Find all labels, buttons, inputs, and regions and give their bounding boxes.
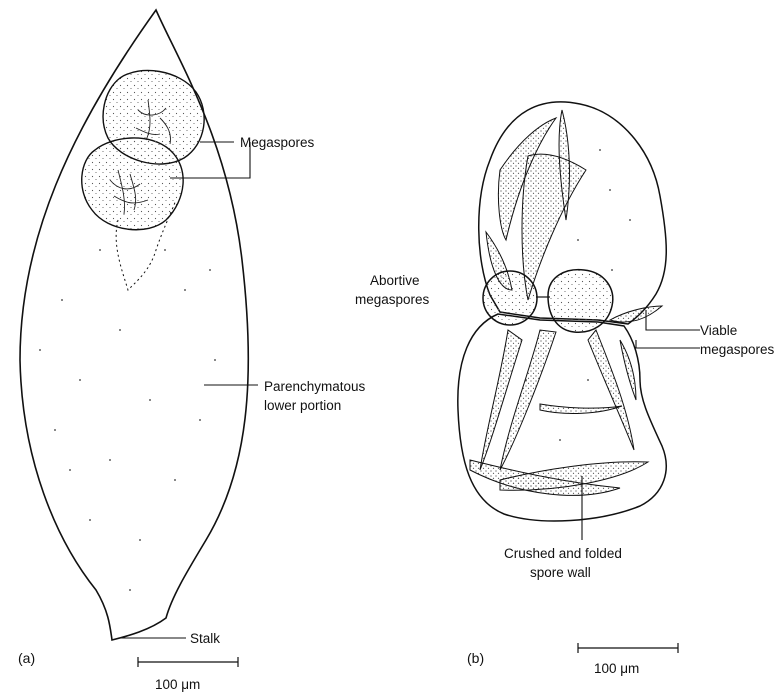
abortive-megaspore-right	[548, 270, 613, 333]
scale-bar-b-label: 100 μm	[594, 661, 639, 676]
megaspore-upper	[103, 70, 204, 164]
abortive-label-line1: Abortive	[370, 273, 420, 288]
crushed-label-line2: spore wall	[530, 565, 591, 580]
panel-b: Abortive megaspores Viable megaspores Cr…	[355, 102, 775, 676]
abortive-megaspore-left	[483, 271, 537, 325]
parenchyma-label-line1: Parenchymatous	[264, 379, 366, 394]
panel-a-label: (a)	[18, 650, 35, 666]
scale-bar-a-label: 100 μm	[155, 677, 200, 692]
panel-a: Megaspores Parenchymatous lower portion …	[18, 10, 366, 692]
viable-leader-lower	[636, 340, 700, 348]
viable-leader-upper	[646, 310, 700, 330]
abortive-label-line2: megaspores	[355, 292, 430, 307]
megaspores-label: Megaspores	[240, 135, 315, 150]
crushed-label-line1: Crushed and folded	[504, 546, 622, 561]
panel-b-label: (b)	[467, 650, 484, 666]
viable-label-line1: Viable	[700, 323, 737, 338]
scale-bar-a	[138, 657, 238, 667]
parenchyma-label-line2: lower portion	[264, 398, 341, 413]
viable-label-line2: megaspores	[700, 342, 775, 357]
stalk-label: Stalk	[190, 631, 220, 646]
scale-bar-b	[578, 643, 678, 653]
parenchyma-dots	[39, 249, 216, 591]
